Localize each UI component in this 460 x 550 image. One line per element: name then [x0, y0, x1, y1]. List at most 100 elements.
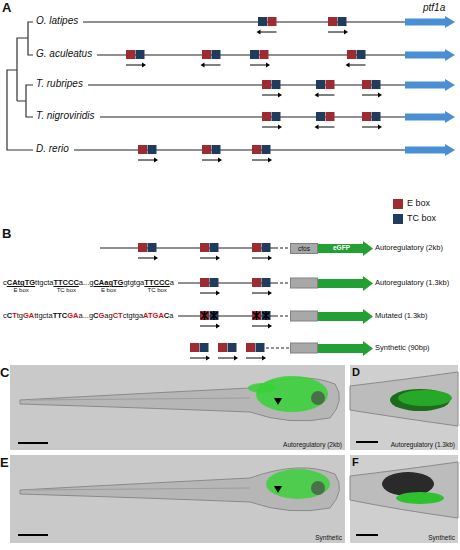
arrow-head [218, 158, 222, 163]
arrow-head [142, 63, 146, 68]
construct-name: Autoregulatory (2kb) [375, 243, 443, 252]
orientation-arrow [328, 32, 347, 33]
arrow-head [278, 125, 282, 130]
sequence-segment: a [169, 311, 173, 320]
dashed-link [275, 282, 290, 283]
sequence-segment: a [170, 278, 174, 287]
motif-box [210, 311, 219, 320]
promoter-box [291, 278, 318, 288]
arrow-head [154, 256, 158, 261]
motif-box [252, 243, 261, 252]
orientation-arrow [202, 65, 221, 66]
motif-box [138, 243, 147, 252]
sequence-segment: GA [67, 311, 78, 320]
arrow-head [378, 125, 382, 130]
node-text: ptf1a [423, 2, 445, 13]
arrow-head [216, 291, 220, 296]
micrograph-panel: F Synthetic [350, 455, 458, 543]
legend-swatch [393, 199, 403, 209]
larva-eye [311, 481, 325, 495]
motif-box [262, 278, 271, 287]
arrow-head [344, 30, 348, 35]
legend-swatch [393, 214, 403, 224]
node-text: Synthetic [428, 534, 455, 541]
sequence-segment: c [3, 278, 7, 287]
orientation-arrow [200, 326, 219, 327]
larva-body [350, 462, 458, 518]
node-text: Autoregulatory (2kb) [283, 441, 342, 448]
node-text: F [352, 456, 359, 468]
motif-box [262, 112, 271, 121]
motif-box [262, 145, 271, 154]
larva-body [350, 372, 458, 426]
node-text: D [352, 366, 360, 378]
motif-box [258, 17, 267, 26]
promoter-box: cfos [290, 243, 318, 254]
arrow-head [315, 93, 319, 98]
motif-box [262, 80, 271, 89]
construct-name: Mutated (1.3kb) [375, 311, 428, 320]
scale-bar [356, 441, 378, 443]
arrow-head [154, 158, 158, 163]
motif-box [200, 243, 209, 252]
sequence-segment: gtgtga [123, 278, 144, 287]
motif-box [372, 80, 381, 89]
sequence-segment: ttgcta [35, 278, 53, 287]
orientation-arrow [250, 65, 269, 66]
scale-bar [18, 442, 48, 444]
micrograph-background [10, 365, 345, 450]
motif-box [136, 50, 145, 59]
sequence-segment: TTC [53, 311, 68, 320]
reporter-arrow: eGFP [318, 241, 373, 256]
arrow-head [262, 356, 266, 361]
sequence-segment: CT [113, 311, 123, 320]
motif-box [228, 343, 237, 352]
orientation-arrow [252, 160, 271, 161]
micrograph-panel: DAutoregulatory (1.3kb) [350, 365, 458, 450]
orientation-arrow [252, 293, 271, 294]
orientation-arrow [362, 95, 381, 96]
box-annotation: TC box [57, 287, 76, 293]
arrow-head [206, 356, 210, 361]
sequence-line: cCTtgGAttgctaTTCGAa...gCGagCTctgtgaATGAC… [3, 311, 173, 320]
motif-box [200, 311, 209, 320]
box-annotation: E box [13, 287, 28, 293]
micrograph-panel: ESynthetic [10, 455, 345, 543]
phylogeny-tree [7, 22, 33, 150]
genomic-line [100, 116, 406, 117]
species-name: T. rubripes [36, 78, 83, 89]
promoter-box [291, 311, 318, 321]
sequence-segment: a...g [78, 311, 93, 320]
legend-text: TC box [407, 213, 436, 223]
sequence-segment: C [93, 311, 98, 320]
gene-arrow [405, 144, 455, 156]
sequence-segment: ag [104, 311, 112, 320]
mutation-mark [253, 311, 260, 320]
dashed-link [275, 315, 290, 316]
orientation-arrow [252, 258, 271, 259]
orientation-arrow [246, 358, 265, 359]
motif-box [212, 145, 221, 154]
motif-box [260, 50, 269, 59]
motif-box [252, 278, 261, 287]
arrow-head [257, 30, 261, 35]
motif-box [262, 243, 271, 252]
sequence-segment: T [12, 311, 17, 320]
motif-box [362, 112, 371, 121]
motif-box [328, 17, 337, 26]
mutation-mark [201, 311, 208, 320]
scale-bar [18, 534, 48, 536]
scale-bar [356, 534, 378, 536]
micrograph-background [350, 365, 458, 450]
sequence-segment: ttgcta [34, 311, 52, 320]
orientation-arrow [190, 358, 209, 359]
orientation-arrow [218, 358, 237, 359]
mutation-mark [263, 311, 270, 320]
motif-box [148, 243, 157, 252]
motif-box [202, 50, 211, 59]
arrow-head [346, 63, 350, 68]
motif-box [362, 80, 371, 89]
arrow-head [234, 356, 238, 361]
arrow-head [278, 93, 282, 98]
